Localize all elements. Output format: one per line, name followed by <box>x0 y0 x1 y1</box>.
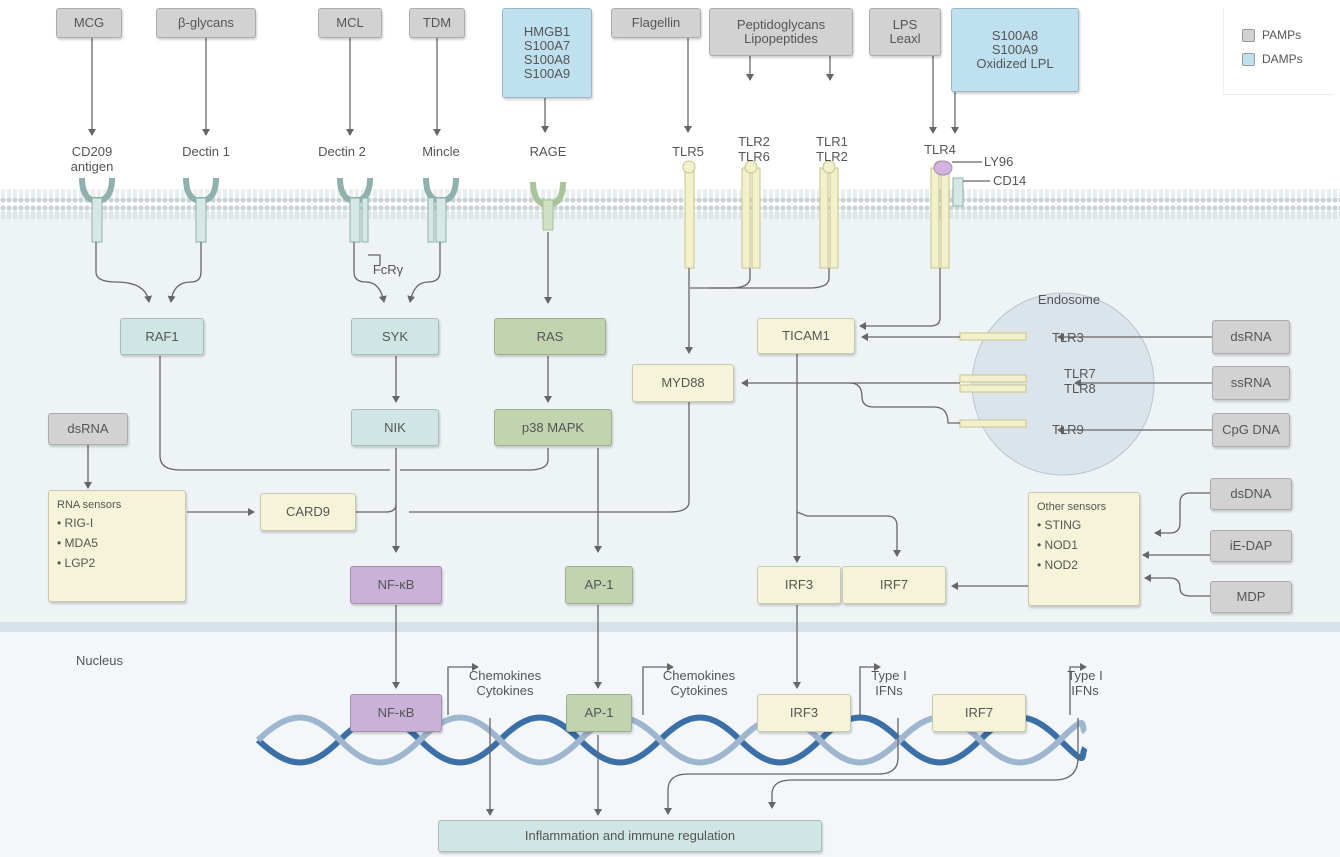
sensor-nod1: • NOD1 <box>1037 538 1078 552</box>
nuclear-envelope <box>0 622 1340 632</box>
ligand-ie-dap: iE-DAP <box>1210 530 1292 562</box>
node-syk: SYK <box>351 318 439 355</box>
node-myd88: MYD88 <box>632 364 734 402</box>
label-type1-ifns-1: Type I IFNs <box>871 668 907 698</box>
endosomal-tlrs <box>959 332 1027 428</box>
node-nfkb: NF-κB <box>350 566 442 604</box>
ligand-s100a8: S100A8 S100A9 Oxidized LPL <box>951 8 1079 92</box>
ligand-cpg-dna: CpG DNA <box>1212 413 1290 447</box>
legend-swatch-pamps <box>1242 29 1255 42</box>
tlr-receptors <box>682 160 964 269</box>
label-type1-ifns-2: Type I IFNs <box>1067 668 1103 698</box>
rna-sensor-rig1: • RIG-I <box>57 516 94 530</box>
rna-sensor-lgp2: • LGP2 <box>57 556 96 570</box>
ligand-beta-glycans: β-glycans <box>156 8 256 38</box>
ligand-mcg: MCG <box>56 8 122 38</box>
nucleus-irf3: IRF3 <box>757 694 851 732</box>
ligand-dsrna-cytosol: dsRNA <box>48 413 128 445</box>
outcome-box: Inflammation and immune regulation <box>438 820 822 852</box>
ligand-peptidoglycans: Peptidoglycans Lipopeptides <box>709 8 853 56</box>
receptor-tlr2-6: TLR2 TLR6 <box>738 134 770 164</box>
label-fcrg: FcRγ <box>372 262 404 277</box>
rna-sensor-mda5: • MDA5 <box>57 536 98 550</box>
endosome-label: Endosome <box>1037 292 1101 307</box>
rna-sensors-title: RNA sensors <box>57 499 122 511</box>
legend-label-pamps: PAMPs <box>1262 28 1302 42</box>
receptors <box>79 177 566 243</box>
other-sensors-title: Other sensors <box>1037 501 1107 513</box>
receptor-tlr4: TLR4 <box>924 142 956 157</box>
ligand-flagellin: Flagellin <box>611 8 701 38</box>
node-ticam1: TICAM1 <box>757 318 855 354</box>
sensor-nod2: • NOD2 <box>1037 558 1078 572</box>
label-chemokines-2: Chemokines Cytokines <box>662 668 736 698</box>
ligand-mcl: MCL <box>318 8 382 38</box>
legend-pamps: PAMPs <box>1242 28 1301 42</box>
receptor-mincle: Mincle <box>422 144 460 159</box>
label-chemokines-1: Chemokines Cytokines <box>468 668 542 698</box>
receptor-cd209: CD209 antigen <box>70 144 114 174</box>
endosome <box>971 292 1155 476</box>
legend-damps: DAMPs <box>1242 52 1303 66</box>
node-irf7: IRF7 <box>842 566 946 604</box>
receptor-tlr5: TLR5 <box>672 144 704 159</box>
label-tlr9: TLR9 <box>1052 422 1084 437</box>
nucleus-label: Nucleus <box>76 653 123 668</box>
other-sensors-box: Other sensors • STING • NOD1 • NOD2 <box>1028 492 1140 606</box>
label-cd14: CD14 <box>993 173 1027 188</box>
node-card9: CARD9 <box>260 493 356 531</box>
sensor-sting: • STING <box>1037 518 1082 532</box>
receptor-rage: RAGE <box>529 144 567 159</box>
node-nik: NIK <box>351 409 439 446</box>
nucleus-ap1: AP-1 <box>566 694 632 732</box>
receptor-dectin2: Dectin 2 <box>318 144 366 159</box>
legend: PAMPs DAMPs <box>1223 8 1334 95</box>
ligand-ssrna: ssRNA <box>1212 366 1290 400</box>
receptor-dectin1: Dectin 1 <box>182 144 230 159</box>
label-ly96: LY96 <box>984 154 1014 169</box>
node-p38-mapk: p38 MAPK <box>494 409 612 446</box>
node-raf1: RAF1 <box>120 318 204 355</box>
nucleus-irf7: IRF7 <box>932 694 1026 732</box>
ligand-mdp: MDP <box>1210 581 1292 613</box>
label-tlr7-8: TLR7 TLR8 <box>1064 366 1096 396</box>
legend-label-damps: DAMPs <box>1262 52 1303 66</box>
legend-swatch-damps <box>1242 53 1255 66</box>
ligand-hmgb1: HMGB1 S100A7 S100A8 S100A9 <box>502 8 592 98</box>
connectors <box>84 37 1212 816</box>
ligand-dsrna-endosome: dsRNA <box>1212 320 1290 354</box>
label-tlr3: TLR3 <box>1052 330 1084 345</box>
nucleus-nfkb: NF-κB <box>350 694 442 732</box>
ligand-lps: LPS Leaxl <box>869 8 941 56</box>
node-irf3: IRF3 <box>757 566 841 604</box>
ligand-dsdna: dsDNA <box>1210 478 1292 510</box>
receptor-tlr1-2: TLR1 TLR2 <box>816 134 848 164</box>
node-ras: RAS <box>494 318 606 355</box>
rna-sensors-box: RNA sensors • RIG-I • MDA5 • LGP2 <box>48 490 186 602</box>
plasma-membrane <box>0 188 1340 222</box>
ligand-tdm: TDM <box>409 8 465 38</box>
node-ap1: AP-1 <box>565 566 633 604</box>
